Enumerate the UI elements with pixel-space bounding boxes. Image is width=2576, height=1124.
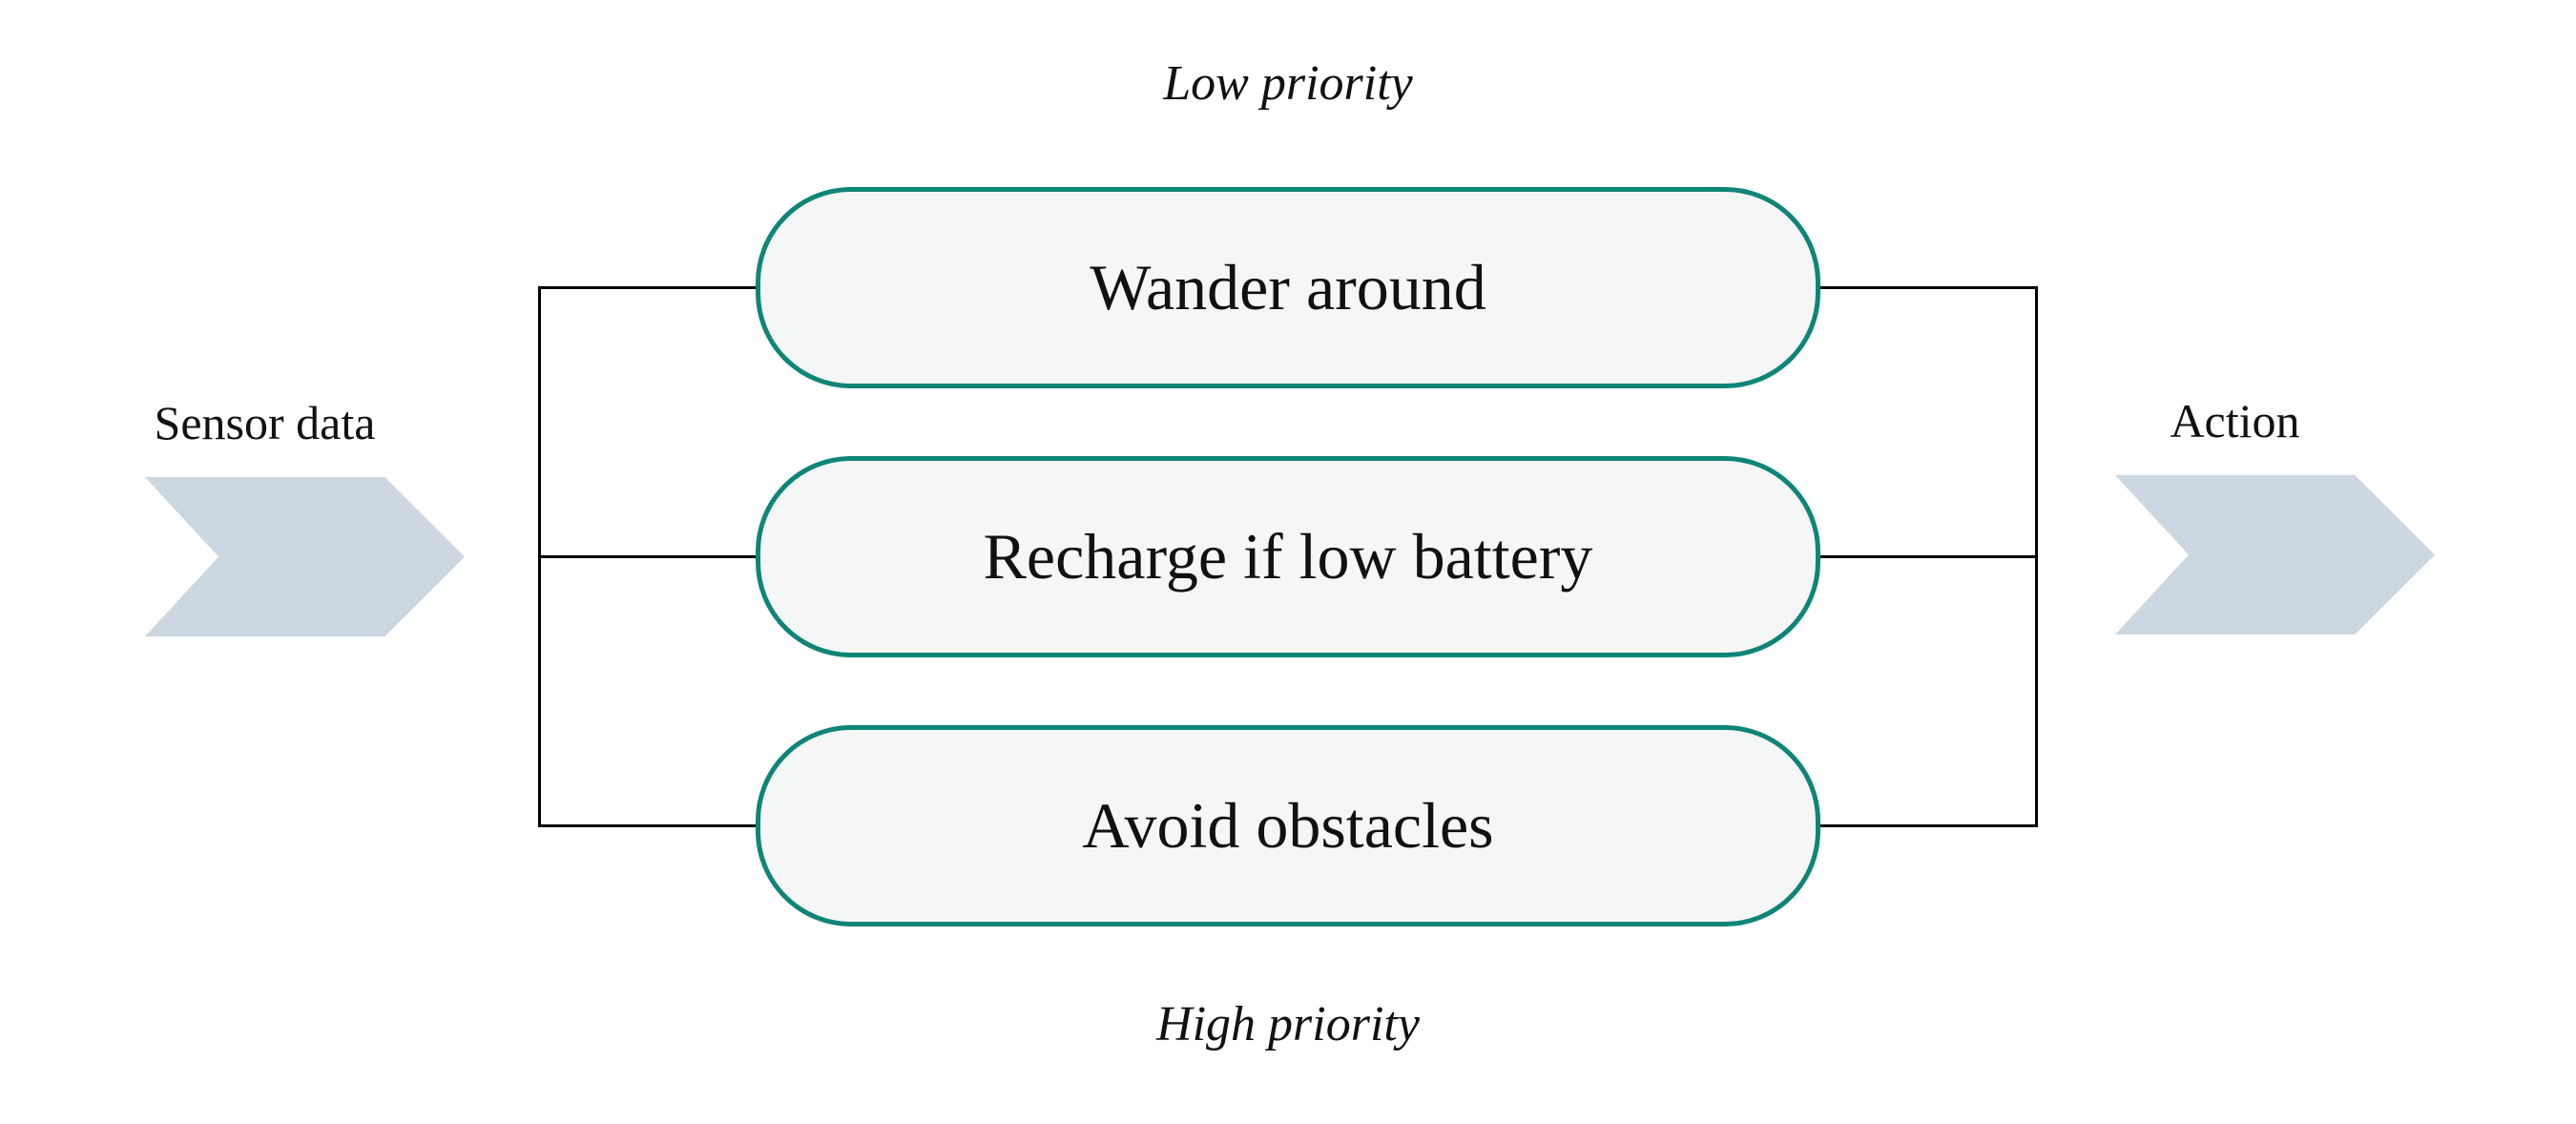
low-priority-label: Low priority: [1163, 56, 1413, 111]
behavior-box-label: Avoid obstacles: [1082, 789, 1494, 862]
left-branch-line-bottom: [538, 824, 756, 827]
behavior-box-recharge-if-low-battery: Recharge if low battery: [756, 456, 1820, 657]
right-branch-line-top: [1820, 286, 2038, 289]
action-arrow-icon: [2115, 475, 2435, 635]
high-priority-label: High priority: [1156, 997, 1420, 1051]
left-branch-line-top: [538, 286, 756, 289]
behavior-box-label: Recharge if low battery: [983, 520, 1593, 593]
behavior-box-wander-around: Wander around: [756, 187, 1820, 388]
action-label: Action: [2170, 394, 2300, 448]
sensor-data-label: Sensor data: [154, 396, 376, 449]
behavior-box-avoid-obstacles: Avoid obstacles: [756, 725, 1820, 926]
behavior-box-label: Wander around: [1090, 251, 1486, 323]
left-branch-line-middle: [538, 555, 756, 558]
sensor-data-arrow-icon: [145, 477, 465, 636]
right-branch-line-bottom: [1820, 824, 2038, 827]
right-branch-line-middle: [1820, 555, 2038, 558]
